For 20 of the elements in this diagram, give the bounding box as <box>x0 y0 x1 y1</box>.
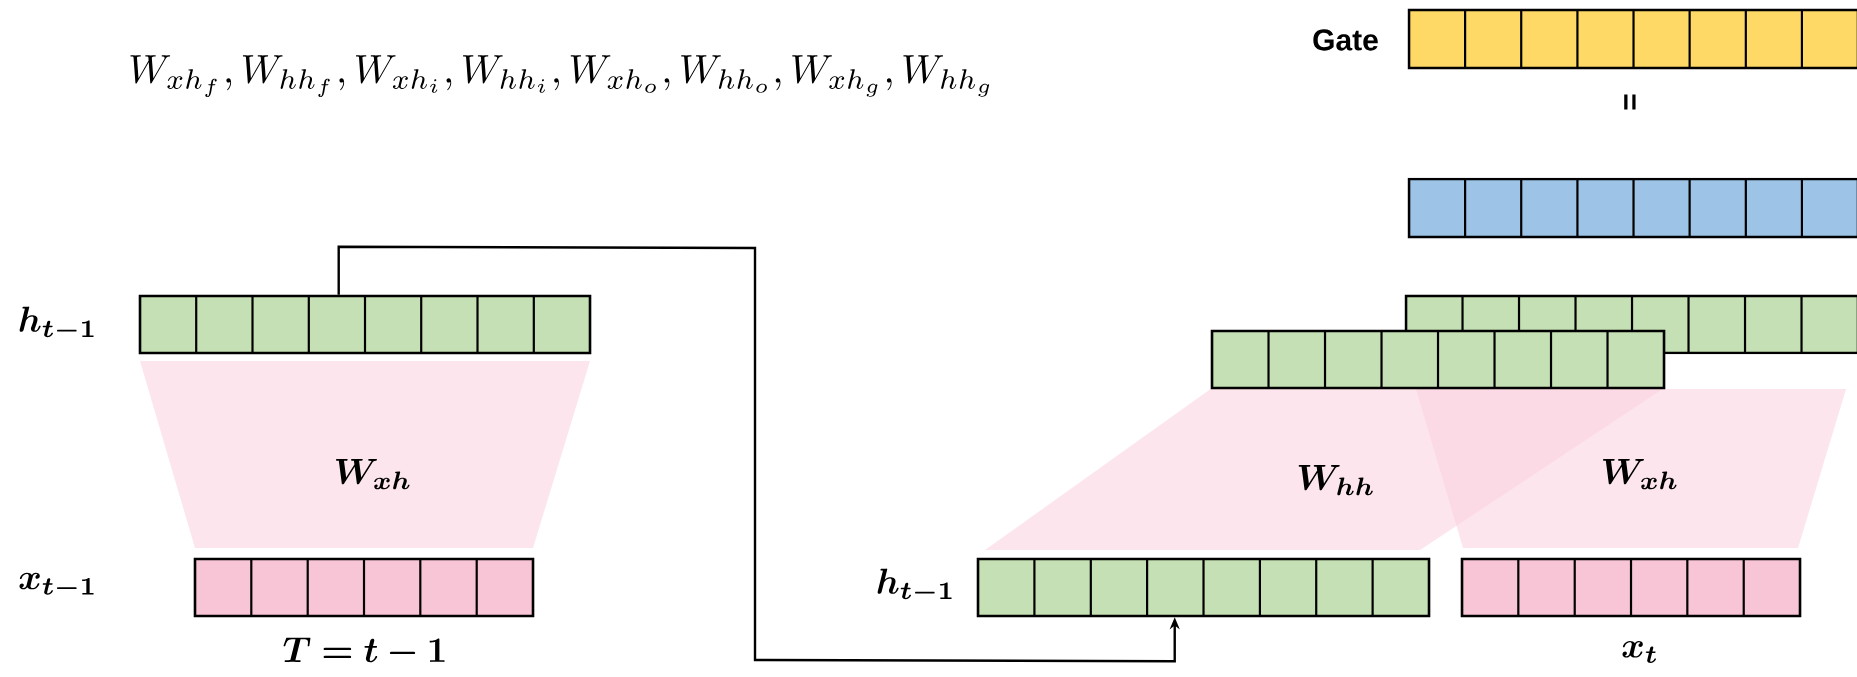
vector-bar <box>1460 557 1802 618</box>
vector-bar <box>1407 177 1857 239</box>
vector-label: $\bm{h_{t-1}}$ <box>19 306 94 338</box>
weight-label: $\bm{W_{hh}}$ <box>1298 464 1373 496</box>
vector-bar <box>1407 8 1857 70</box>
vector-label: $\bm{x_{t-1}}$ <box>19 572 94 595</box>
vector-label: $\bm{T=t-1}$ <box>283 637 445 663</box>
weight-label: $\bm{W_{xh}}$ <box>335 458 410 490</box>
formula-text: $W_{xh_f}, W_{hh_f}, W_{xh_i}, W_{hh_i}, W_{xh_o}, W_{hh_o}, W_{xh_g}, W_{hh_g}$ <box>130 55 990 97</box>
vector-label: Gate <box>1313 29 1378 51</box>
weight-trapezoid <box>140 361 590 548</box>
vector-bar <box>1210 329 1666 390</box>
vector-bar <box>193 557 535 618</box>
equals-sign: = <box>1624 94 1636 110</box>
vector-bar <box>138 294 592 355</box>
vector-bar <box>976 557 1431 618</box>
weight-trapezoid <box>1416 389 1847 548</box>
vector-label: $\bm{x_t}$ <box>1622 641 1657 663</box>
vector-label: $\bm{h_{t-1}}$ <box>877 568 952 600</box>
weight-label: $\bm{W_{xh}}$ <box>1602 458 1677 490</box>
